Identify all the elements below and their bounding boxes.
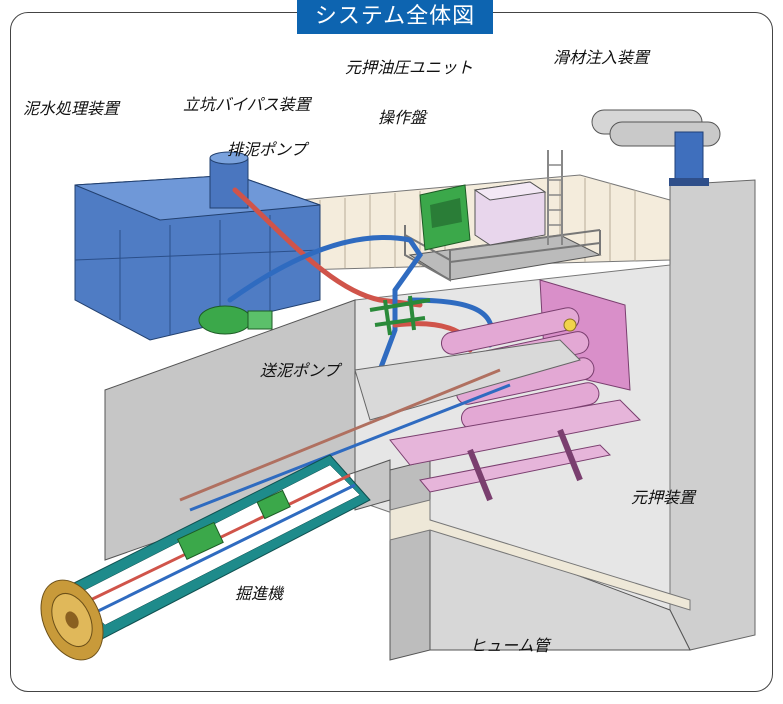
slurry-pipes [227, 187, 495, 373]
label-discharge-pump: 排泥ポンプ [227, 140, 307, 159]
bypass-valves [369, 295, 431, 336]
label-hume-pipe: ヒューム管 [470, 636, 550, 655]
label-shaft-bypass: 立坑バイパス装置 [183, 95, 311, 114]
label-tunneling-machine: 掘進機 [235, 584, 284, 603]
control-panel-unit [419, 184, 471, 251]
discharge-pump-unit [198, 305, 273, 335]
diagram-title: システム全体図 [297, 0, 493, 34]
shaft-front-wall [104, 299, 691, 661]
hume-pipe-line [179, 339, 581, 512]
label-main-jack: 元押装置 [631, 488, 696, 507]
label-feed-pump: 送泥ポンプ [260, 361, 340, 380]
tunneling-machine-unit [40, 454, 371, 661]
label-main-jack-hydraulic: 元押油圧ユニット [345, 58, 474, 77]
slurry-treatment-plant [74, 151, 321, 341]
label-lubricant-injector: 滑材注入装置 [553, 48, 650, 67]
lubricant-injector-unit [591, 109, 721, 186]
label-control-panel: 操作盤 [378, 108, 427, 127]
hydraulic-unit [473, 181, 547, 246]
label-slurry-treatment: 泥水処理装置 [23, 99, 120, 118]
